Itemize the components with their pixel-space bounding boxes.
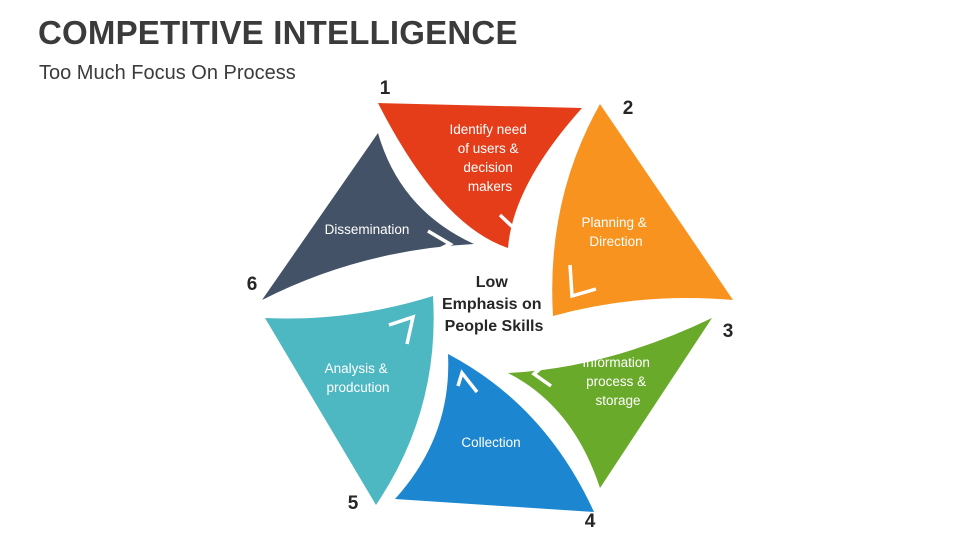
center-text: Low Emphasis on People Skills — [442, 274, 546, 335]
step-5-number: 5 — [348, 493, 359, 514]
step-1-chevron-icon — [498, 211, 525, 238]
page-subtitle: Too Much Focus On Process — [39, 62, 296, 84]
step-4-label: Collection — [461, 435, 520, 450]
step-4-chevron-icon — [456, 369, 479, 394]
step-6-number: 6 — [247, 274, 258, 295]
step-5-segment[interactable]: Analysis & prodcution — [265, 296, 434, 505]
step-5-chevron-icon — [388, 314, 416, 345]
step-4-number: 4 — [585, 511, 596, 532]
step-3-number: 3 — [723, 321, 734, 342]
step-2-chevron-icon — [568, 264, 597, 299]
step-3-chevron-icon — [531, 359, 553, 388]
step-2-label: Planning & Direction — [581, 215, 650, 249]
step-3-segment[interactable]: Information process & storage — [508, 318, 712, 488]
step-5-label: Analysis & prodcution — [325, 361, 392, 395]
step-2-number: 2 — [623, 98, 634, 119]
step-1-segment[interactable]: Identify need of users & decision makers — [378, 103, 582, 248]
step-6-chevron-icon — [421, 229, 454, 260]
step-3-label: Information process & storage — [582, 355, 653, 408]
step-4-segment[interactable]: Collection — [395, 354, 594, 512]
step-2-segment[interactable]: Planning & Direction — [552, 104, 733, 316]
step-6-label: Dissemination — [325, 222, 410, 237]
step-6-segment[interactable]: Dissemination — [262, 133, 474, 300]
step-1-number: 1 — [380, 78, 391, 99]
step-1-label: Identify need of users & decision makers — [449, 122, 530, 194]
page-title: COMPETITIVE INTELLIGENCE — [38, 14, 518, 51]
